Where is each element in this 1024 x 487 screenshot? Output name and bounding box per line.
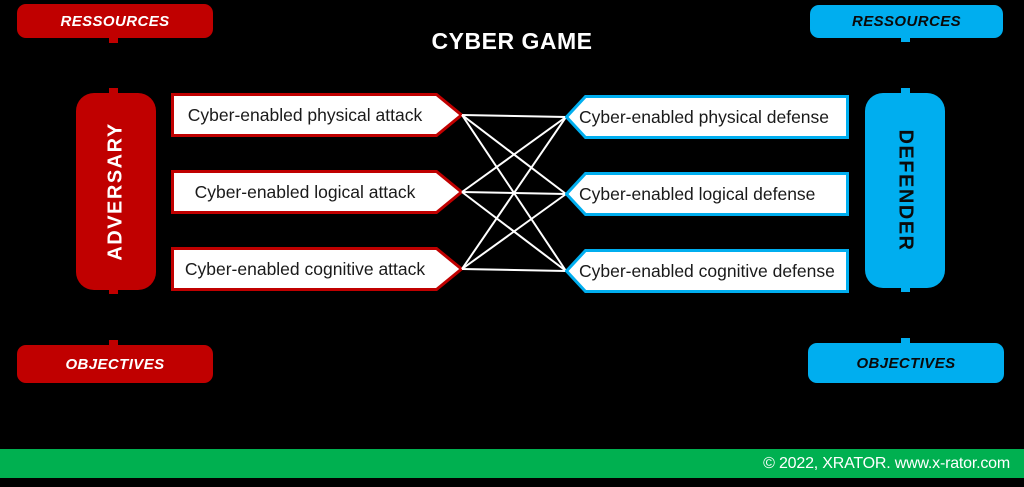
connector-stub bbox=[109, 37, 118, 43]
defender-resources-pill: RESSOURCES bbox=[810, 5, 1003, 38]
connector-stub bbox=[901, 338, 910, 344]
link-line bbox=[461, 193, 567, 270]
attack-label-logical: Cyber-enabled logical attack bbox=[194, 181, 416, 202]
attack-label-cognitive: Cyber-enabled cognitive attack bbox=[184, 258, 426, 279]
defense-box-physical: Cyber-enabled physical defense bbox=[565, 95, 849, 139]
left-arrow-shape bbox=[565, 249, 849, 293]
defense-label-cognitive: Cyber-enabled cognitive defense bbox=[579, 260, 835, 281]
connector-stub bbox=[109, 340, 118, 346]
adversary-objectives-pill: OBJECTIVES bbox=[17, 345, 213, 383]
connector-stub bbox=[109, 288, 118, 294]
left-arrow-shape bbox=[565, 95, 849, 139]
adversary-resources-pill: RESSOURCES bbox=[17, 4, 213, 38]
connector-stub bbox=[901, 88, 910, 94]
link-line bbox=[461, 268, 567, 272]
right-arrow-shape bbox=[171, 170, 463, 214]
copyright-text: © 2022, XRATOR. www.x-rator.com bbox=[763, 454, 1010, 472]
link-line bbox=[461, 116, 567, 193]
defender-resources-label: RESSOURCES bbox=[851, 13, 962, 30]
link-line bbox=[461, 116, 567, 270]
adversary-objectives-label: OBJECTIVES bbox=[65, 355, 165, 373]
right-arrow-shape bbox=[171, 93, 463, 137]
defender-objectives-label: OBJECTIVES bbox=[856, 354, 956, 372]
attack-box-cognitive: Cyber-enabled cognitive attack bbox=[171, 247, 463, 291]
right-arrow-shape bbox=[171, 247, 463, 291]
defense-label-logical: Cyber-enabled logical defense bbox=[579, 183, 816, 204]
defense-label-physical: Cyber-enabled physical defense bbox=[579, 106, 830, 127]
adversary-resources-label: RESSOURCES bbox=[60, 12, 170, 30]
attack-box-logical: Cyber-enabled logical attack bbox=[171, 170, 463, 214]
defense-box-cognitive: Cyber-enabled cognitive defense bbox=[565, 249, 849, 293]
connector-stub bbox=[901, 36, 910, 42]
left-arrow-shape bbox=[565, 172, 849, 216]
attack-box-physical: Cyber-enabled physical attack bbox=[171, 93, 463, 137]
defense-box-logical: Cyber-enabled logical defense bbox=[565, 172, 849, 216]
footer-bar: © 2022, XRATOR. www.x-rator.com bbox=[0, 449, 1024, 478]
adversary-role-box: ADVERSARY bbox=[76, 93, 156, 290]
connector-stub bbox=[109, 88, 118, 94]
link-line bbox=[461, 114, 567, 118]
connector-stub bbox=[901, 286, 910, 292]
defender-role-label: DEFENDER bbox=[894, 129, 917, 252]
defender-objectives-pill: OBJECTIVES bbox=[808, 343, 1004, 383]
attack-label-physical: Cyber-enabled physical attack bbox=[187, 104, 423, 125]
defender-role-box: DEFENDER bbox=[865, 93, 945, 288]
diagram-title: CYBER GAME bbox=[431, 28, 593, 54]
